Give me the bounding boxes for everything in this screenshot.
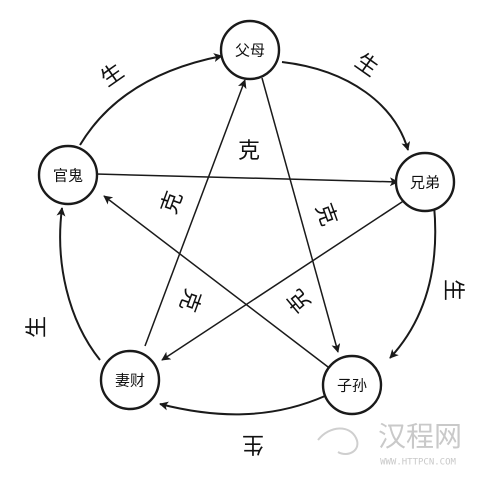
arc-qicai-to-guangui — [56, 207, 101, 361]
sheng-labels: 生 生 生 生 生 — [25, 49, 465, 456]
ke-label-left-lower: 克 — [174, 286, 205, 315]
arc-guangui-to-fumu — [79, 53, 223, 146]
sheng-cycle — [56, 53, 437, 416]
node-label-fumu: 父母 — [235, 42, 265, 60]
ke-label-left-upper: 克 — [157, 188, 188, 217]
line-zisun-to-guangui — [103, 195, 333, 371]
watermark-logo-mark — [317, 427, 359, 456]
line-guangui-to-xiongdi — [95, 173, 399, 187]
ke-label-top: 克 — [238, 139, 260, 164]
sheng-label-top-right: 生 — [350, 49, 382, 82]
node-label-qicai: 妻财 — [115, 372, 145, 390]
line-fumu-to-zisun — [261, 77, 341, 353]
line-xiongdi-to-qicai — [161, 199, 406, 361]
watermark-text: 汉程网 — [378, 420, 462, 453]
node-xiongdi: 兄弟 — [394, 151, 456, 213]
sheng-label-right: 生 — [440, 279, 465, 301]
ke-label-right-upper: 克 — [310, 200, 341, 229]
node-guangui: 官鬼 — [37, 144, 99, 206]
node-label-zisun: 子孙 — [337, 377, 367, 395]
arc-zisun-to-qicai — [159, 395, 326, 416]
watermark-url: WWW.HTTPCN.COM — [380, 458, 456, 468]
line-qicai-to-fumu — [144, 79, 247, 347]
node-label-xiongdi: 兄弟 — [410, 174, 440, 192]
node-qicai: 妻财 — [99, 349, 161, 411]
watermark: 汉程网 WWW.HTTPCN.COM — [317, 420, 462, 468]
node-zisun: 子孙 — [321, 354, 383, 416]
ke-labels: 克 克 克 克 克 — [157, 139, 341, 317]
sheng-label-left: 生 — [25, 316, 50, 338]
sheng-label-bottom: 生 — [242, 431, 264, 456]
arc-xiongdi-to-zisun — [389, 204, 437, 359]
node-label-guangui: 官鬼 — [53, 167, 83, 185]
ke-star — [95, 77, 406, 371]
sheng-label-top-left: 生 — [97, 59, 129, 92]
node-fumu: 父母 — [219, 19, 281, 81]
arc-fumu-to-xiongdi — [281, 61, 411, 151]
ke-label-right-lower: 克 — [283, 284, 316, 317]
